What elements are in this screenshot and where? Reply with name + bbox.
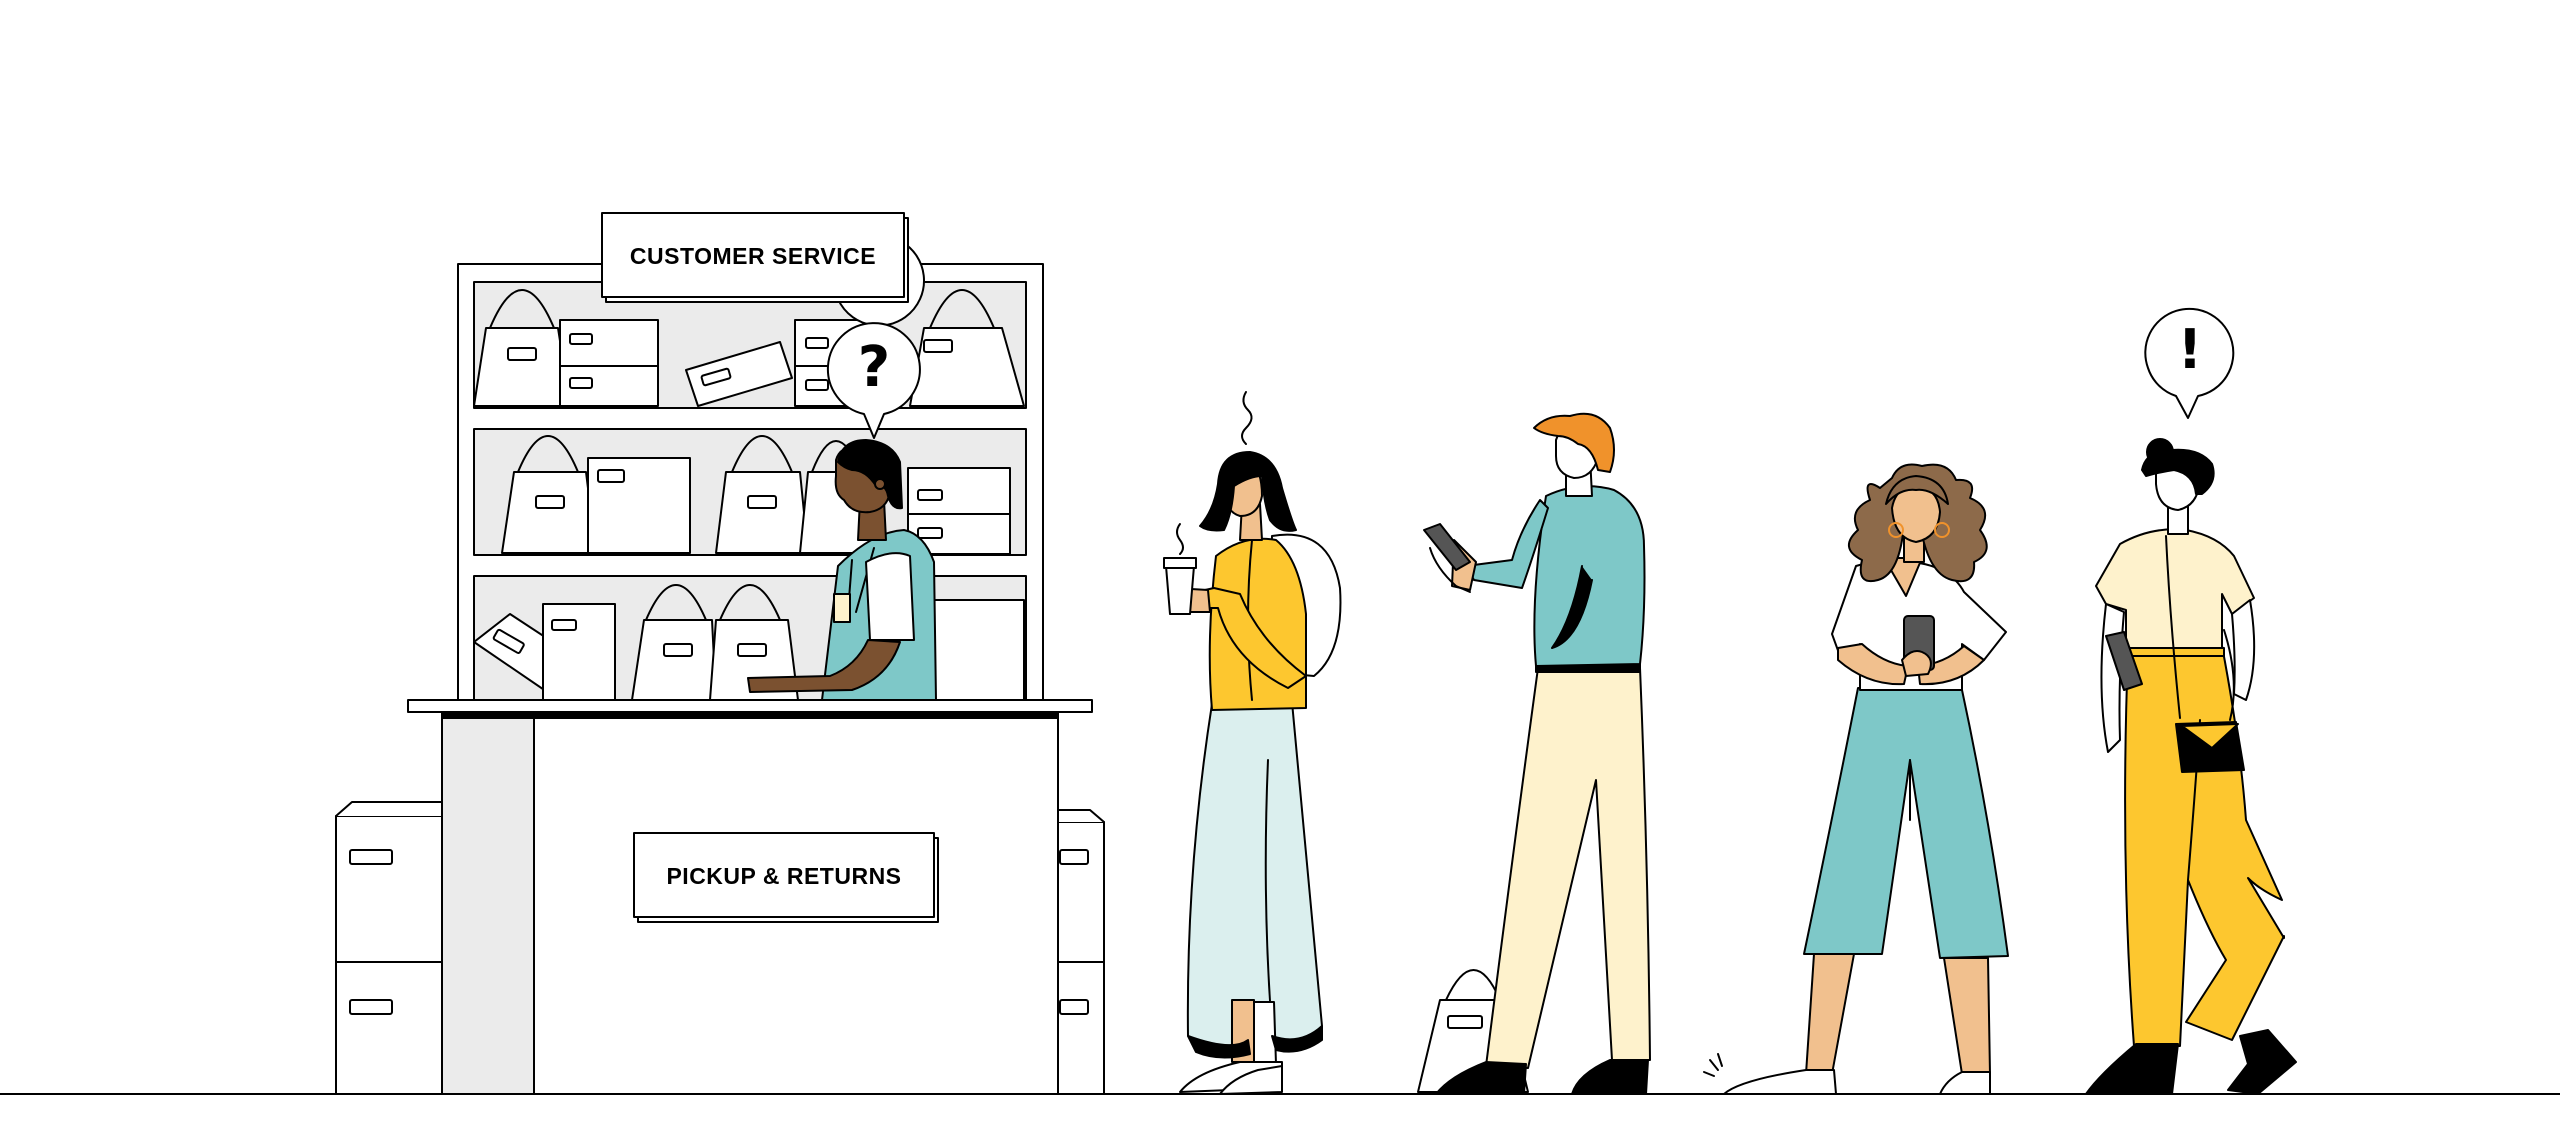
man-phone-hair [1533,412,1615,473]
shopping-bag-icon [715,435,809,554]
counter-top [407,699,1093,713]
box-icon [587,457,691,554]
box-icon [542,603,616,701]
shopping-bag-icon [473,289,571,407]
speech-bubble-question-shape: ? [826,322,921,439]
phone-icon [2105,631,2143,691]
customer-woman-teal-pants [1703,463,2009,1095]
box-stack-icon [907,467,1011,555]
customer-woman-yellow-pants: ! [2085,307,2297,1095]
shelf-items-bottom [473,584,1025,701]
crossbody-bag-icon [2175,721,2245,773]
clerk-hair [837,439,903,510]
customer-woman-coffee [1163,391,1342,1095]
box-stack-icon [559,319,659,407]
shopping-bag-icon [501,435,597,554]
shopping-bag-icon [631,584,717,701]
customer-service-sign: CUSTOMER SERVICE [601,212,909,303]
speech-bubble-exclamation: ! [2144,307,2235,419]
coffee-cup-icon [1163,523,1197,615]
speech-bubble-exclamation-text: ! [2178,318,2203,381]
clerk [747,439,937,701]
phone-icon [1423,523,1471,571]
speech-bubble-question-text: ? [858,335,890,400]
box-icon [927,599,1025,701]
box-icon [685,341,793,407]
pickup-returns-sign: PICKUP & RETURNS [633,832,939,923]
pickup-returns-sign-text: PICKUP & RETURNS [666,863,901,889]
counter-side-panel [441,717,535,1095]
customer-service-sign-text: CUSTOMER SERVICE [630,243,876,269]
woman-coffee-hair [1199,451,1297,532]
customer-man-phone [1417,412,1651,1095]
shelf-items-middle [501,435,1011,555]
